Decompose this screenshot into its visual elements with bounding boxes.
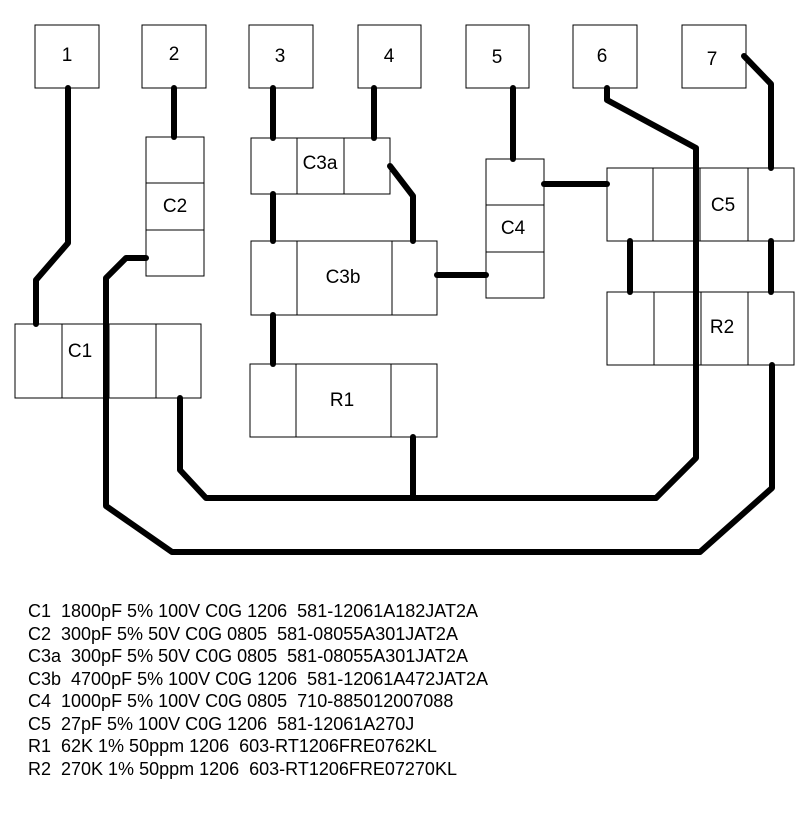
component-label-c3b: C3b xyxy=(326,267,361,288)
trace-c1-r1-bus xyxy=(177,395,659,501)
component-c2: C2 xyxy=(145,136,205,277)
component-label-c2: C2 xyxy=(163,196,187,217)
component-label-c3a: C3a xyxy=(303,153,338,174)
component-label-r2: R2 xyxy=(710,317,734,338)
pin-pad-2: 2 xyxy=(141,24,207,89)
parts-list-item: C3b 4700pF 5% 100V C0G 1206 581-12061A47… xyxy=(28,668,488,689)
circuit-layout-diagram: 1 2 3 4 5 6 7 C1 C2 xyxy=(14,24,795,555)
parts-list-item: C3a 300pF 5% 50V C0G 0805 581-08055A301J… xyxy=(28,646,468,666)
component-label-c1: C1 xyxy=(68,341,92,362)
pin-pad-4: 4 xyxy=(357,24,422,89)
pin-pad-6: 6 xyxy=(572,24,638,89)
component-c3b: C3b xyxy=(250,240,438,316)
pin-label-5: 5 xyxy=(492,47,503,68)
pin-label-1: 1 xyxy=(62,45,73,66)
pin-label-7: 7 xyxy=(707,49,718,70)
component-r1: R1 xyxy=(249,363,438,438)
parts-list-item: C5 27pF 5% 100V C0G 1206 581-12061A270J xyxy=(28,713,415,734)
component-c4: C4 xyxy=(485,158,545,299)
pin-pad-3: 3 xyxy=(248,24,314,89)
pin-pad-1: 1 xyxy=(34,24,100,89)
trace-pin6-bus xyxy=(604,85,699,501)
parts-list-item: R2 270K 1% 50ppm 1206 603-RT1206FRE07270… xyxy=(28,758,457,779)
pin-label-3: 3 xyxy=(275,46,286,67)
parts-list: C1 1800pF 5% 100V C0G 1206 581-12061A182… xyxy=(28,600,488,780)
trace-c3a-c3b-right xyxy=(387,163,416,244)
parts-list-item: R1 62K 1% 50ppm 1206 603-RT1206FRE0762KL xyxy=(28,736,437,756)
pin-label-2: 2 xyxy=(169,44,180,65)
component-c3a: C3a xyxy=(250,137,391,195)
component-label-r1: R1 xyxy=(330,390,354,411)
parts-list-item: C4 1000pF 5% 100V C0G 0805 710-885012007… xyxy=(28,691,454,711)
component-r2: R2 xyxy=(606,291,795,366)
component-c5: C5 xyxy=(606,167,795,242)
trace-pin7-c5 xyxy=(741,53,774,171)
pin-label-4: 4 xyxy=(384,46,395,67)
pin-pad-5: 5 xyxy=(465,24,530,89)
pin-label-6: 6 xyxy=(597,46,608,67)
component-label-c4: C4 xyxy=(501,218,526,239)
parts-list-item: C1 1800pF 5% 100V C0G 1206 581-12061A182… xyxy=(28,601,478,621)
pin-pad-7: 7 xyxy=(681,24,747,89)
trace-c2-r2-loop xyxy=(103,255,775,555)
parts-list-item: C2 300pF 5% 50V C0G 0805 581-08055A301JA… xyxy=(28,623,458,644)
trace-pin1-c1 xyxy=(33,85,71,327)
component-label-c5: C5 xyxy=(711,195,735,216)
